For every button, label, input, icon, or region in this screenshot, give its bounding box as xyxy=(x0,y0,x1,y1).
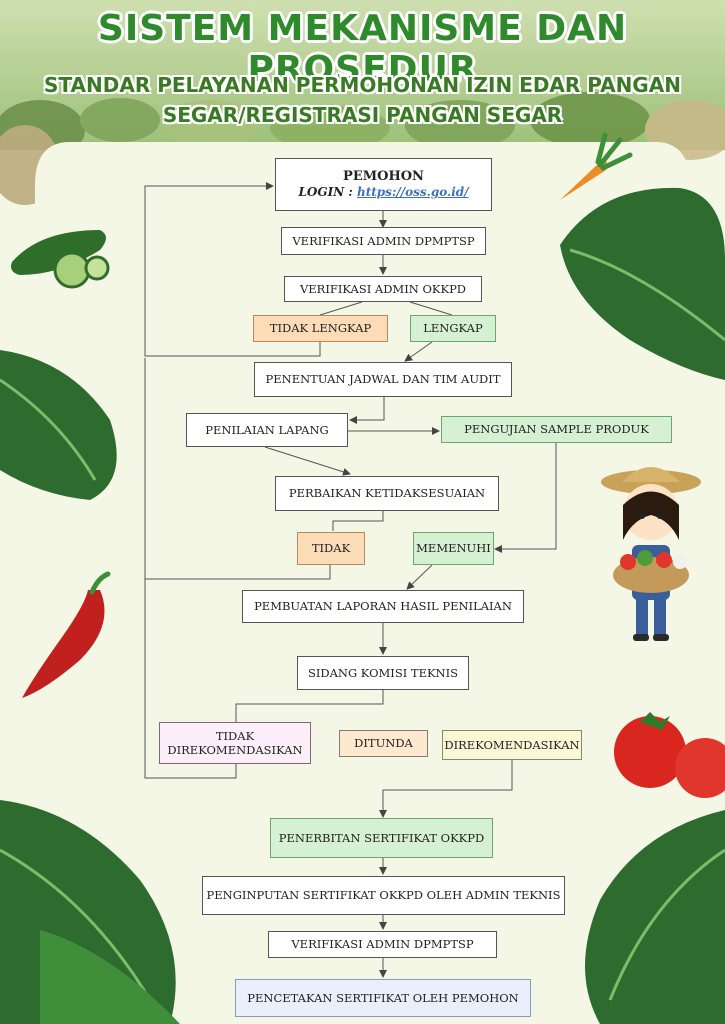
page-subtitle-line1: STANDAR PELAYANAN PERMOHONAN IZIN EDAR P… xyxy=(44,73,681,97)
node-tidak-direkomendasikan-line2: DIREKOMENDASIKAN xyxy=(167,743,303,757)
node-tidak-direkomendasikan: TIDAK DIREKOMENDASIKAN xyxy=(159,722,311,764)
node-pembuatan-laporan: PEMBUATAN LAPORAN HASIL PENILAIAN xyxy=(242,590,524,623)
node-pemohon-title: PEMOHON xyxy=(343,168,424,184)
connector-okkpd-to-tidak-lengkap xyxy=(319,301,363,316)
node-verifikasi-okkpd: VERIFIKASI ADMIN OKKPD xyxy=(284,276,482,302)
node-tidak-lengkap: TIDAK LENGKAP xyxy=(253,315,388,342)
cucumber-icon xyxy=(11,230,110,289)
node-penginputan: PENGINPUTAN SERTIFIKAT OKKPD OLEH ADMIN … xyxy=(202,876,565,915)
chili-icon xyxy=(22,571,111,698)
leaf-left-middle xyxy=(0,350,117,500)
node-pemohon: PEMOHON LOGIN : https://oss.go.id/ xyxy=(275,158,492,211)
login-label: LOGIN : xyxy=(298,185,353,200)
oss-link[interactable]: https://oss.go.id/ xyxy=(356,185,469,200)
leaf-bottom-right xyxy=(585,810,725,1024)
connector-sidang-to-options xyxy=(235,690,384,722)
content-panel xyxy=(35,142,690,1024)
node-perbaikan: PERBAIKAN KETIDAKSESUAIAN xyxy=(275,476,499,511)
node-sidang: SIDANG KOMISI TEKNIS xyxy=(297,656,469,690)
page-subtitle-line2: SEGAR/REGISTRASI PANGAN SEGAR xyxy=(162,103,563,127)
node-memenuhi: MEMENUHI xyxy=(413,532,494,565)
tomato-icon xyxy=(614,712,725,798)
node-pengujian-sample: PENGUJIAN SAMPLE PRODUK xyxy=(441,416,672,443)
arrow-jadwal-to-penilaian xyxy=(349,397,385,424)
node-direkomendasikan: DIREKOMENDASIKAN xyxy=(442,730,582,760)
login-line: LOGIN : https://oss.go.id/ xyxy=(298,185,468,200)
node-penerbitan: PENERBITAN SERTIFIKAT OKKPD xyxy=(270,818,493,858)
arrow-lengkap-to-jadwal xyxy=(404,341,433,362)
arrow-tidak-loop xyxy=(144,358,331,580)
node-tidak-direkomendasikan-line1: TIDAK xyxy=(215,728,255,743)
arrow-pengujian-to-memenuhi xyxy=(494,443,557,553)
arrow-penilaian-to-perbaikan xyxy=(264,446,351,476)
node-tidak: TIDAK xyxy=(297,532,365,565)
connector-okkpd-to-lengkap xyxy=(409,301,453,316)
page-title: SISTEM MEKANISME DAN PROSEDUR xyxy=(97,8,628,90)
arrow-direkomendasikan-to-penerbitan xyxy=(379,760,513,818)
arrow-memenuhi-to-laporan xyxy=(406,564,433,590)
carrot-icon xyxy=(560,132,633,200)
node-verifikasi-dpmptsp-2: VERIFIKASI ADMIN DPMPTSP xyxy=(268,931,497,958)
node-lengkap: LENGKAP xyxy=(410,315,496,342)
node-ditunda: DITUNDA xyxy=(339,730,428,757)
node-penentuan-jadwal: PENENTUAN JADWAL DAN TIM AUDIT xyxy=(254,362,512,397)
node-pencetakan: PENCETAKAN SERTIFIKAT OLEH PEMOHON xyxy=(235,979,531,1017)
farmer-illustration xyxy=(601,467,701,641)
node-verifikasi-dpmptsp: VERIFIKASI ADMIN DPMPTSP xyxy=(281,227,486,255)
leaf-bottom-left xyxy=(0,800,180,1024)
leaf-top-right xyxy=(560,187,725,380)
node-penilaian-lapang: PENILAIAN LAPANG xyxy=(186,413,348,447)
arrow-tidak-direkomendasikan-loop xyxy=(144,579,237,779)
arrow-tidak-lengkap-loop xyxy=(144,182,321,357)
connector-perbaikan-to-options xyxy=(332,511,384,531)
